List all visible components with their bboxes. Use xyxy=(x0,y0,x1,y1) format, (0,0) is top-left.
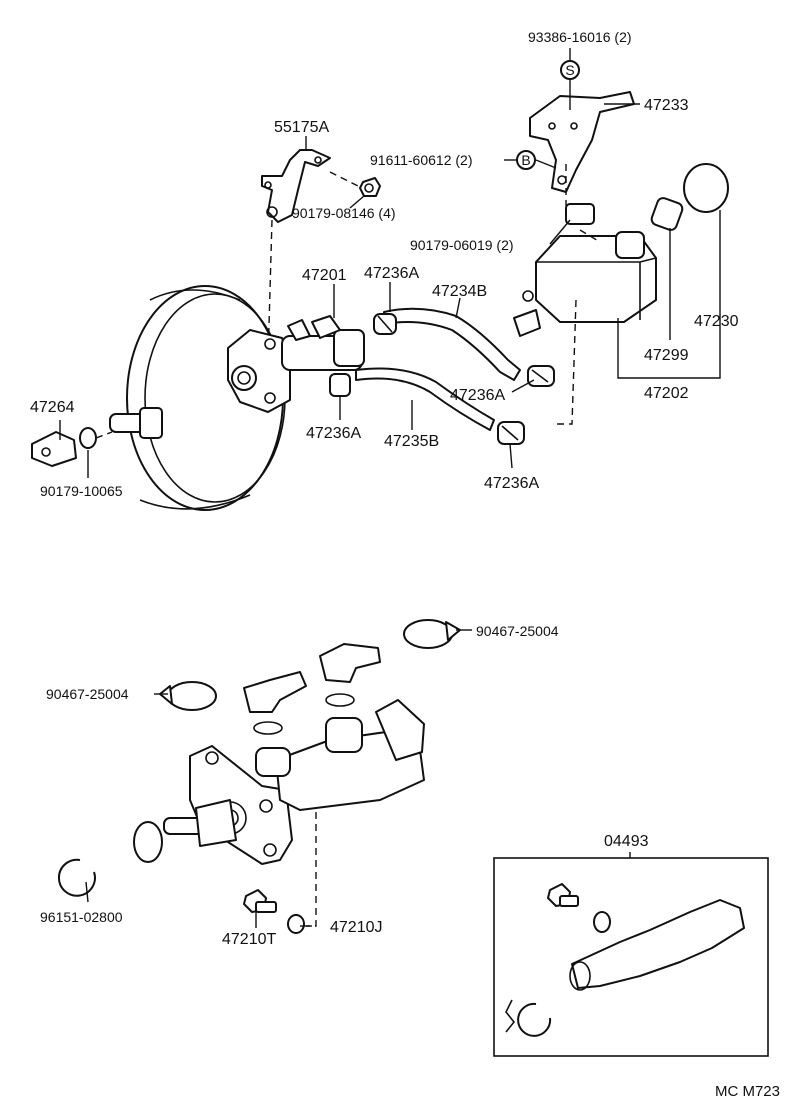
label-47235b: 47235B xyxy=(384,433,439,450)
grommet-left xyxy=(243,671,307,735)
label-93386-16016: 93386-16016 (2) xyxy=(528,29,632,45)
s-marker-letter: S xyxy=(565,62,574,78)
master-cylinder-body xyxy=(189,699,425,865)
bolt-47210t xyxy=(243,889,277,913)
label-47236a-left: 47236A xyxy=(306,425,361,442)
clamp-90467-right xyxy=(403,619,461,649)
label-47236a-bottom: 47236A xyxy=(484,475,539,492)
master-cylinder-top xyxy=(227,315,365,413)
label-47264: 47264 xyxy=(30,399,75,416)
nut-90179-10065 xyxy=(79,427,97,449)
reservoir-cap-47299 xyxy=(650,197,684,231)
label-91611-60612: 91611-60612 (2) xyxy=(370,152,472,168)
reservoir-bracket-47233 xyxy=(529,91,635,193)
label-47230: 47230 xyxy=(694,313,739,330)
label-90179-10065: 90179-10065 xyxy=(40,483,123,499)
booster-bracket xyxy=(261,149,331,223)
label-47234b: 47234B xyxy=(432,283,487,300)
b-marker: B xyxy=(516,150,536,170)
washer-47210j xyxy=(287,914,305,934)
piston-assembly xyxy=(133,799,237,863)
label-47233: 47233 xyxy=(644,97,689,114)
s-marker: S xyxy=(560,60,580,80)
label-90179-06019: 90179-06019 (2) xyxy=(410,237,514,253)
reservoir-cap-47230 xyxy=(683,163,729,213)
hose-47235b xyxy=(355,367,495,431)
reservoir-tank xyxy=(513,231,657,337)
clevis-47264 xyxy=(31,431,77,467)
nut-90179-08146 xyxy=(359,177,381,197)
label-04493: 04493 xyxy=(604,833,649,850)
reservoir-grommet xyxy=(565,203,595,225)
label-47210j: 47210J xyxy=(330,919,383,936)
label-90467-25004-right: 90467-25004 xyxy=(476,623,559,639)
label-90179-08146: 90179-08146 (4) xyxy=(292,205,396,221)
label-96151-02800: 96151-02800 xyxy=(40,909,123,925)
grommet-right xyxy=(319,643,381,707)
clamp-47236a-bottom xyxy=(497,421,525,445)
b-marker-letter: B xyxy=(521,152,530,168)
clamp-47236a-mid xyxy=(527,365,555,387)
label-47236a-mid: 47236A xyxy=(450,387,505,404)
label-47299: 47299 xyxy=(644,347,689,364)
clamp-47236a-left xyxy=(329,373,351,397)
hose-47234b xyxy=(383,307,521,381)
label-55175a: 55175A xyxy=(274,119,329,136)
clamp-47236a-top xyxy=(373,313,397,335)
label-47210t: 47210T xyxy=(222,931,276,948)
label-47201: 47201 xyxy=(302,267,347,284)
kit-box-04493 xyxy=(493,852,769,1057)
diagram-code: MC M723 xyxy=(714,1083,780,1100)
snap-ring-96151 xyxy=(57,858,96,897)
label-47236a-top: 47236A xyxy=(364,265,419,282)
label-90467-25004-left: 90467-25004 xyxy=(46,686,129,702)
label-47202: 47202 xyxy=(644,385,689,402)
clamp-90467-left xyxy=(159,681,217,711)
